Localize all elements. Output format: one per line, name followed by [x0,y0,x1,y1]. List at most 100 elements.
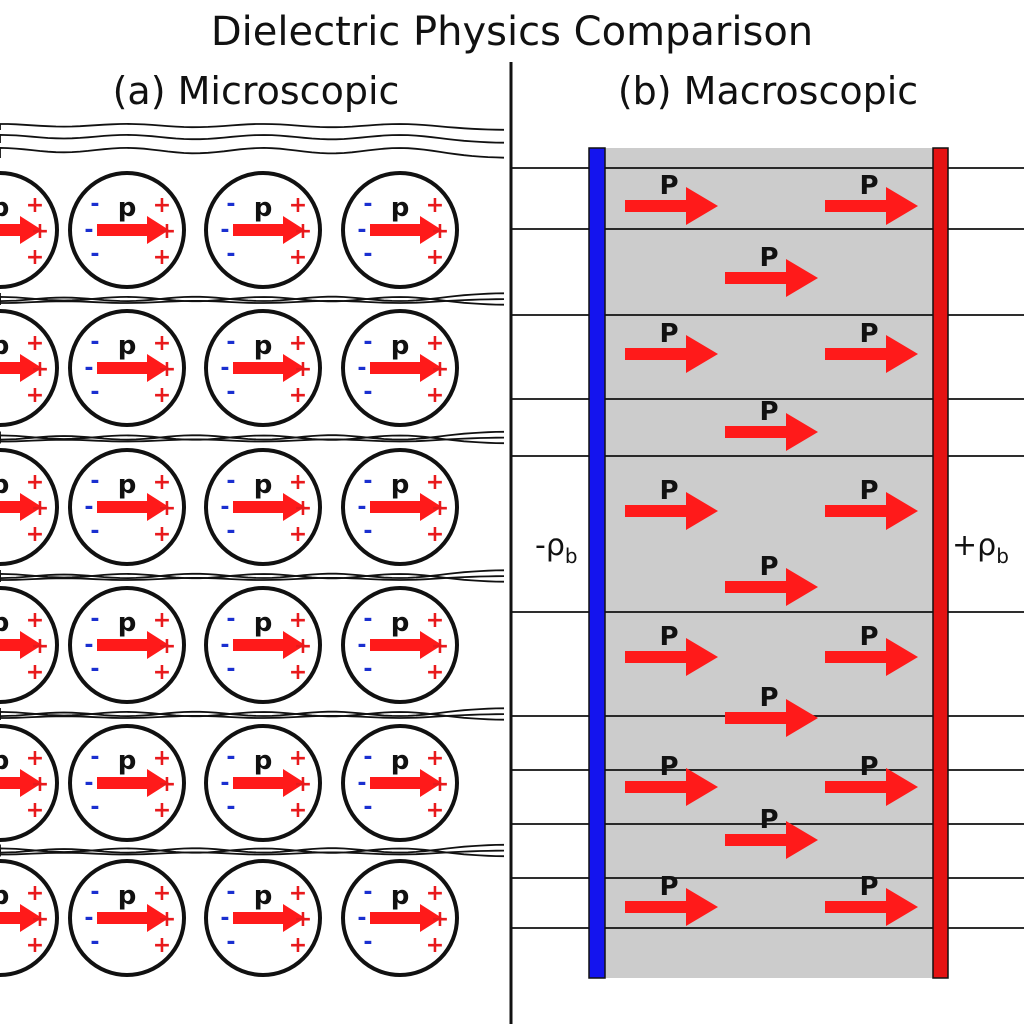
dipole-label: p [254,331,273,361]
dipole-label: p [254,608,273,638]
field-line [0,575,505,581]
dipole-arrow [97,904,169,932]
dipole-arrow [233,904,305,932]
positive-charge: + [153,798,171,823]
polarized-molecule: p+++--- [204,309,322,427]
positive-charge: + [426,746,444,771]
dipole-label: p [0,193,9,223]
negative-charge: - [220,633,229,658]
positive-charge: + [26,522,44,547]
molecule-grid: p+++---p+++---p+++---p+++---p+++---p+++-… [0,171,459,977]
polarization-label: P [759,552,778,582]
polarization-vector: P [725,552,818,606]
negative-bound-charge-plate [588,147,606,979]
positive-charge: + [153,746,171,771]
polarization-arrow [625,888,718,926]
field-line [0,572,505,583]
positive-charge: + [158,496,176,521]
field-line [0,843,505,854]
positive-charge: + [26,746,44,771]
positive-charge: + [153,470,171,495]
polarization-vector: P [725,243,818,297]
field-line [0,847,505,858]
positive-charge: + [426,383,444,408]
panel-a-title: (a) Microscopic [113,69,400,113]
dipole-arrow [0,904,42,932]
negative-charge: - [90,330,99,355]
field-lines-microscopic [0,122,505,858]
dipole-arrow [233,631,305,659]
positive-charge: + [26,608,44,633]
polarization-arrow [825,187,918,225]
positive-charge: + [26,245,44,270]
positive-charge: + [426,331,444,356]
field-line [0,292,505,303]
polarized-molecule: p+++--- [341,724,459,842]
negative-charge: - [226,519,235,544]
polarized-molecule: p+++--- [341,859,459,977]
negative-charge: - [90,657,99,682]
negative-charge: - [363,330,372,355]
positive-charge: + [289,470,307,495]
positive-charge: + [426,798,444,823]
polarization-vector: P [625,752,718,806]
positive-charge: + [26,193,44,218]
polarization-arrow [725,699,818,737]
polarization-label: P [759,243,778,273]
polarized-molecule: p+++--- [68,859,186,977]
negative-charge: - [226,607,235,632]
positive-charge: + [426,193,444,218]
right-bound-charge-label: +ρb [952,528,1009,568]
negative-charge: - [90,242,99,267]
field-line [0,122,505,131]
polarization-vector: P [825,872,918,926]
polarized-molecule: p+++--- [0,859,59,977]
dipole-label: p [254,881,273,911]
polarized-molecule: p+++--- [0,309,59,427]
positive-charge: + [289,660,307,685]
panel-a-microscopic: p+++---p+++---p+++---p+++---p+++---p+++-… [0,122,505,977]
dipole-label: p [118,470,137,500]
polarized-molecule: p+++--- [341,586,459,704]
polarized-molecule: p+++--- [204,448,322,566]
positive-charge: + [158,907,176,932]
field-line [0,133,505,144]
positive-charge: + [158,634,176,659]
positive-charge: + [426,881,444,906]
positive-charge: + [426,608,444,633]
negative-charge: - [363,192,372,217]
figure-title: Dielectric Physics Comparison [211,9,813,55]
positive-charge: + [31,496,49,521]
polarization-vector: P [825,171,918,225]
field-line [0,295,505,306]
positive-charge: + [153,245,171,270]
positive-charge: + [153,933,171,958]
field-line [0,707,505,718]
positive-charge: + [426,470,444,495]
positive-charge: + [153,660,171,685]
polarization-arrow [625,638,718,676]
negative-charge: - [226,192,235,217]
negative-charge: - [363,469,372,494]
positive-charge: + [31,772,49,797]
dipole-arrow [97,354,169,382]
polarized-molecule: p+++--- [0,448,59,566]
negative-charge: - [226,930,235,955]
dipole-arrow [370,493,442,521]
polarization-arrow [825,638,918,676]
positive-charge: + [31,907,49,932]
polarized-molecule: p+++--- [68,448,186,566]
positive-bound-charge-plate [932,147,949,979]
negative-charge: - [363,607,372,632]
negative-charge: - [220,771,229,796]
dipole-label: p [254,470,273,500]
negative-charge: - [357,906,366,931]
dipole-arrow [0,769,42,797]
field-line [0,713,505,719]
dipole-label: p [0,881,9,911]
negative-charge: - [220,218,229,243]
polarization-arrow [725,413,818,451]
negative-charge: - [226,745,235,770]
dipole-label: p [391,331,410,361]
dipole-arrow [0,631,42,659]
